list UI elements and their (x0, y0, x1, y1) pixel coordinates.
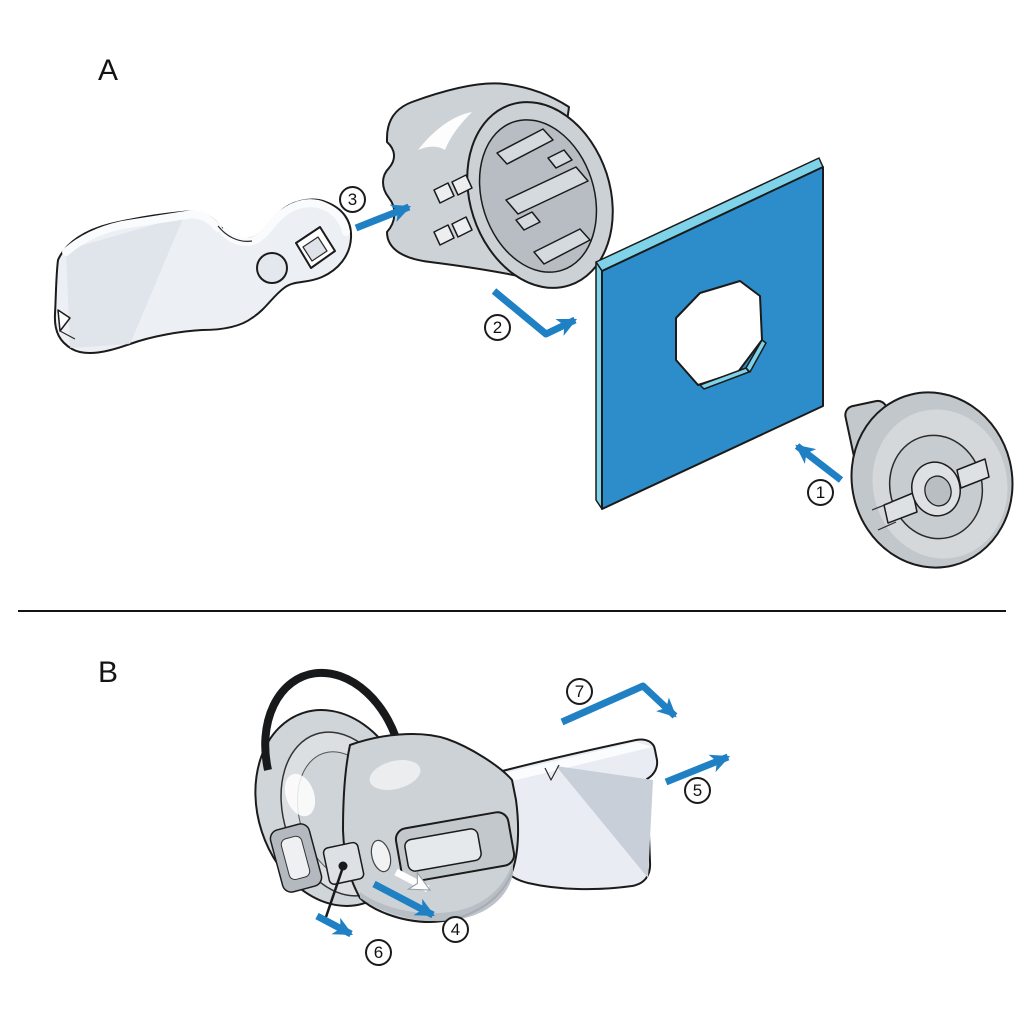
step-badge-4: 4 (442, 916, 469, 943)
step2-arrow (491, 288, 578, 338)
o-ring (261, 668, 404, 771)
section-label-b: B (98, 656, 119, 689)
section-divider (18, 610, 1006, 612)
step6-leader (324, 861, 348, 918)
step4-arrow-white (394, 868, 432, 893)
step-badge-7: 7 (566, 678, 593, 705)
lever-boss (256, 252, 288, 284)
step3-arrow (354, 203, 412, 232)
section-label-a: A (98, 54, 119, 87)
step4-arrow (372, 880, 435, 919)
lock-housing-part (382, 82, 614, 289)
assembled-lock (254, 668, 659, 923)
mounting-panel (595, 157, 824, 510)
knob-part (844, 391, 1014, 569)
step5-arrow (664, 753, 731, 786)
step1-arrow (794, 443, 844, 483)
step-badge-2: 2 (484, 314, 511, 341)
lever-arm-b (483, 738, 659, 891)
pivot-dot (338, 861, 348, 871)
body-side-slot (394, 811, 516, 883)
step-badge-6: 6 (365, 939, 392, 966)
step-badge-5: 5 (684, 777, 711, 804)
cam-lever-part (53, 198, 353, 355)
knob-center-hole (924, 475, 952, 507)
step-badge-3: 3 (339, 186, 366, 213)
latch-recess (269, 823, 392, 893)
step7-arrow (560, 682, 678, 726)
step-badge-1: 1 (807, 479, 834, 506)
step6-arrow (315, 912, 353, 938)
